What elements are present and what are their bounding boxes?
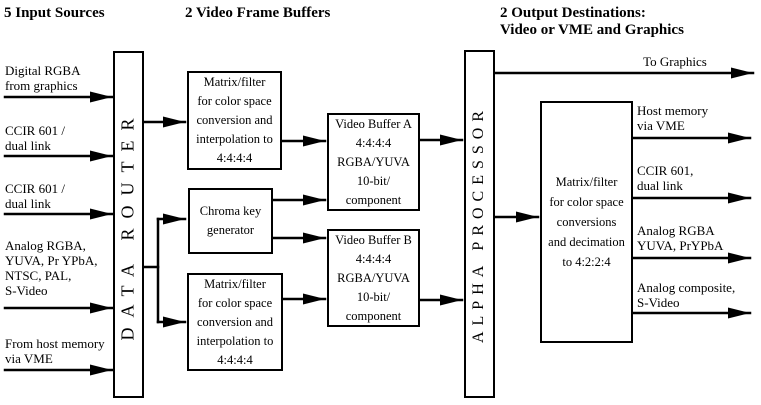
block-data-router-label: DATA ROUTER [118,108,138,341]
block-matrix-filter-output: Matrix/filter for color space conversion… [540,101,633,343]
output-label-ccir601: CCIR 601, dual link [637,163,694,193]
input-label-ccir601-2: CCIR 601 / dual link [5,181,65,211]
block-video-buffer-a: Video Buffer A 4:4:4:4 RGBA/YUVA 10-bit/… [327,113,420,211]
block-data-router: DATA ROUTER [113,51,144,398]
output-label-analog-rgba: Analog RGBA YUVA, PrYPbA [637,223,724,253]
block-matrix-filter-bottom: Matrix/filter for color space conversion… [187,273,283,371]
output-label-to-graphics: To Graphics [643,54,707,69]
block-alpha-processor: ALPHA PROCESSOR [464,50,495,398]
header-output-destinations: 2 Output Destinations: Video or VME and … [500,5,684,38]
output-label-analog-composite: Analog composite, S-Video [637,280,736,310]
header-input-sources: 5 Input Sources [4,5,105,21]
block-video-buffer-b: Video Buffer B 4:4:4:4 RGBA/YUVA 10-bit/… [327,229,420,327]
block-chroma-key-generator: Chroma key generator [188,188,273,254]
input-label-analog: Analog RGBA, YUVA, Pr YPbA, NTSC, PAL, S… [5,238,98,298]
block-alpha-processor-label: ALPHA PROCESSOR [470,104,488,344]
output-label-host-memory: Host memory via VME [637,103,709,133]
header-frame-buffers: 2 Video Frame Buffers [185,5,331,21]
input-label-host-memory: From host memory via VME [5,336,105,366]
input-label-ccir601-1: CCIR 601 / dual link [5,123,65,153]
block-matrix-filter-top: Matrix/filter for color space conversion… [187,71,282,170]
input-label-digital-rgba: Digital RGBA from graphics [5,63,81,93]
